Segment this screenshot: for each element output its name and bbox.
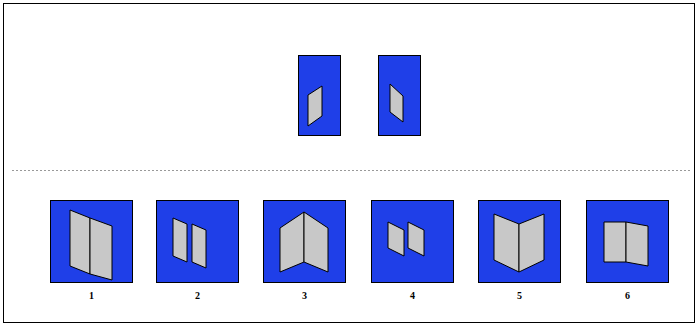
face-shape xyxy=(390,84,403,122)
face-shape xyxy=(304,212,328,272)
choice-panel xyxy=(51,201,133,283)
choice-panel xyxy=(157,201,239,283)
choice-panel xyxy=(372,201,454,283)
sample-panel xyxy=(379,56,421,136)
frame xyxy=(4,4,695,323)
face-shape xyxy=(90,218,112,280)
option-number: 4 xyxy=(410,290,415,301)
face-shape xyxy=(626,222,648,266)
face-shape xyxy=(308,86,322,126)
choice-panel xyxy=(264,201,346,283)
face-shape xyxy=(280,212,304,272)
option-number: 3 xyxy=(302,290,307,301)
option-number: 5 xyxy=(517,290,522,301)
face-shape xyxy=(604,222,626,262)
option-number: 2 xyxy=(195,290,200,301)
face-shape xyxy=(173,218,187,262)
choice-panel xyxy=(587,201,669,283)
option-number: 6 xyxy=(625,290,630,301)
face-shape xyxy=(388,222,404,256)
sample-panel xyxy=(299,56,341,136)
divider xyxy=(12,170,690,171)
face-shape xyxy=(192,224,206,268)
face-shape xyxy=(70,210,90,274)
choice-panel xyxy=(479,201,561,283)
face-shape xyxy=(519,214,544,272)
option-number: 1 xyxy=(89,290,94,301)
face-shape xyxy=(494,214,519,272)
face-shape xyxy=(408,222,424,256)
